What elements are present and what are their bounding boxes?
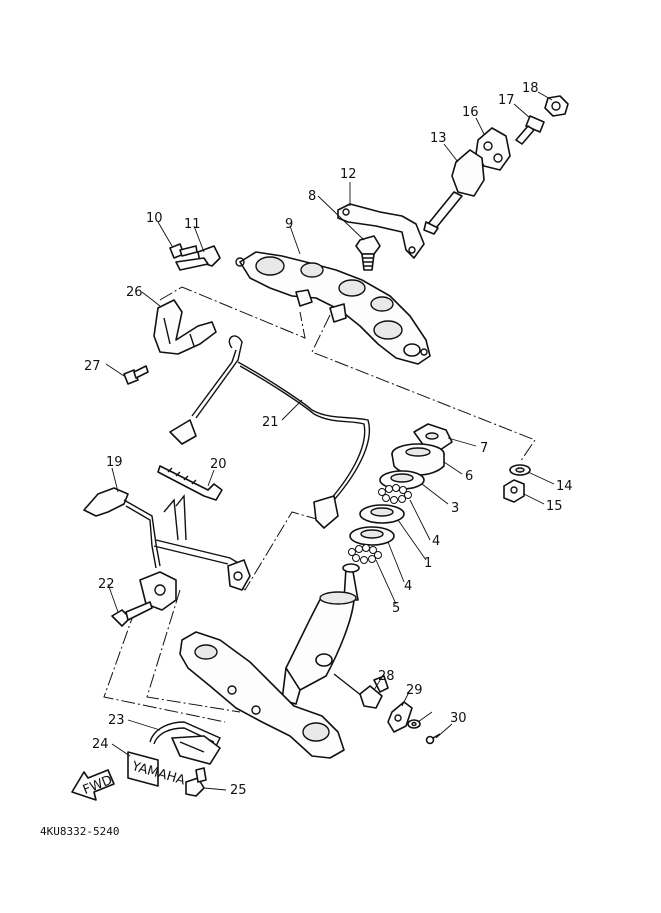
- part-13-washer: [509, 464, 531, 476]
- part-15-upper-holder: [475, 127, 511, 171]
- catalog-code: 4KU8332-5240: [40, 825, 119, 838]
- callout-11: 12: [340, 167, 357, 182]
- callout-13: 14: [556, 479, 573, 494]
- callout-29: 30: [450, 711, 467, 726]
- part-25-bracket: [153, 299, 217, 355]
- part-8-upper-bracket: [239, 251, 431, 365]
- assembly-line-bracket-to-bracket: [103, 609, 226, 723]
- callout-16: 17: [498, 93, 515, 108]
- part-14-nut: [503, 479, 525, 503]
- part-steering-stem: [179, 563, 360, 759]
- callout-5: 6: [465, 469, 473, 484]
- part-12-lower-holder: [423, 149, 485, 235]
- callout-23: 24: [92, 737, 109, 752]
- callout-19: 20: [210, 457, 227, 472]
- part-19-cable-tie: [157, 465, 223, 501]
- part-29-screw: [425, 733, 441, 745]
- assembly-line-bracket-to-crown: [159, 286, 306, 339]
- part-27-bolt: [333, 673, 389, 709]
- part-26-screw: [123, 365, 149, 385]
- part-20-cable: [169, 335, 370, 529]
- callout-12: 13: [430, 131, 447, 146]
- part-23-emblem: [127, 751, 159, 787]
- callout-21: 22: [98, 577, 115, 592]
- part-30-washer: [407, 719, 421, 729]
- part-21-bolt: [111, 601, 153, 627]
- callout-17: 18: [522, 81, 539, 96]
- callout-25: 26: [126, 285, 143, 300]
- leader-lines: [105, 91, 555, 791]
- callout-1: 1: [424, 556, 432, 571]
- callout-20: 21: [262, 415, 279, 430]
- callout-24: 25: [230, 783, 247, 798]
- callout-14: 15: [546, 499, 563, 514]
- part-28-stopper: [387, 701, 413, 733]
- part-24-bolt: [185, 767, 207, 797]
- part-7-bolt: [355, 235, 381, 271]
- part-4-ball-bearing-lower: [348, 544, 382, 564]
- callout-15: 16: [462, 105, 479, 120]
- callout-2: 3: [451, 501, 459, 516]
- callout-26: 27: [84, 359, 101, 374]
- part-22-bracket: [149, 721, 221, 765]
- part-3-lower-race: [349, 526, 395, 546]
- callout-4-lower: 5: [392, 601, 400, 616]
- callout-18: 19: [106, 455, 123, 470]
- part-11-plate: [337, 203, 425, 259]
- part-9-bolt: [169, 243, 198, 259]
- part-17-nut: [544, 95, 569, 117]
- assembly-line-crown-to-washer: [311, 314, 536, 463]
- callout-22: 23: [108, 713, 125, 728]
- assembly-line-bracket-to-bracket-2: [146, 589, 241, 713]
- callout-27: 28: [378, 669, 395, 684]
- part-4-ball-bearing-upper: [378, 484, 412, 504]
- callout-9: 10: [146, 211, 163, 226]
- callout-labels: 1 3 4 4 5 6 7 8 9 10 11 12 13 14 15 16 1…: [84, 81, 573, 798]
- fwd-arrow-badge: [71, 769, 115, 801]
- callout-4-upper: 4: [432, 534, 440, 549]
- callout-8: 9: [285, 217, 293, 232]
- callout-7: 8: [308, 189, 316, 204]
- callout-10: 11: [184, 217, 201, 232]
- part-5-cover: [391, 443, 445, 476]
- callout-6: 7: [480, 441, 488, 456]
- part-1-ball-race: [359, 504, 405, 524]
- part-18-headlight-stay: [83, 487, 251, 611]
- part-16-bolt: [515, 115, 545, 145]
- callout-28: 29: [406, 683, 423, 698]
- callout-3: 4: [404, 579, 412, 594]
